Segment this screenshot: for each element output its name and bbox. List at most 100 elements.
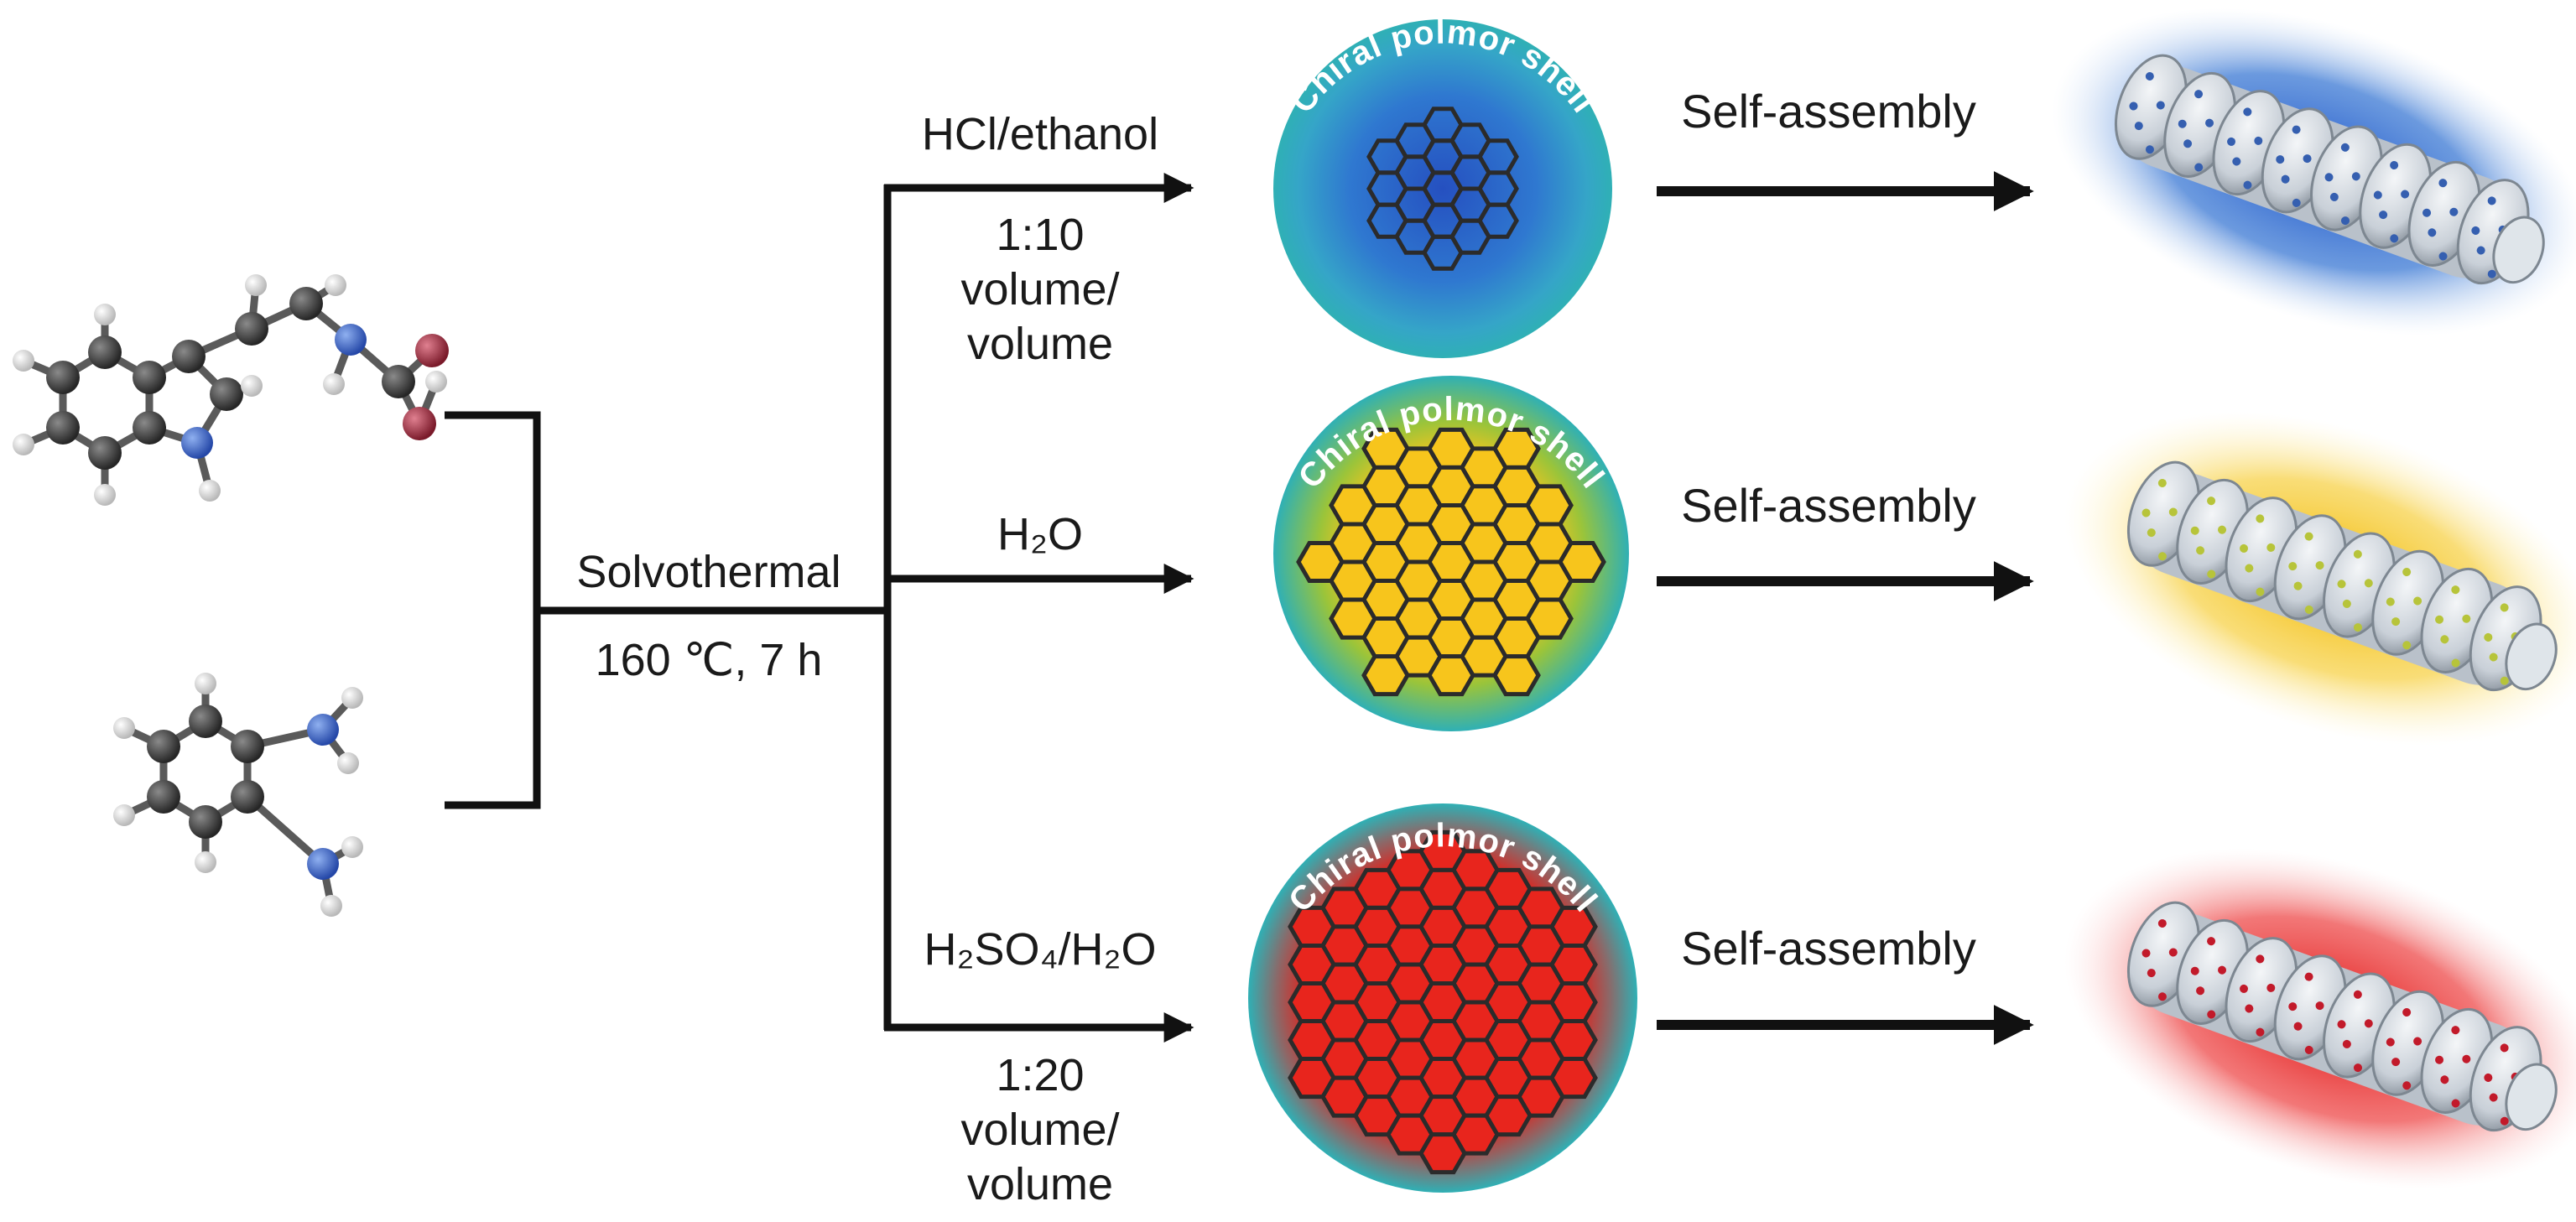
atom-h	[323, 373, 345, 395]
surface-dot	[2487, 196, 2496, 205]
helical-assembly-blue	[2052, 8, 2576, 336]
surface-dot	[2292, 198, 2301, 207]
hexagon-ring	[1492, 654, 1541, 697]
atom-c	[46, 361, 80, 394]
surface-dot	[2435, 1055, 2444, 1064]
atom-h	[113, 717, 135, 739]
atom-h	[94, 484, 116, 506]
surface-dot	[2342, 1039, 2351, 1048]
surface-dot	[2194, 90, 2204, 99]
surface-dot	[2422, 208, 2432, 217]
surface-dot	[2304, 532, 2313, 541]
atom-c	[231, 780, 264, 814]
rod-end	[2505, 1063, 2558, 1131]
surface-dot	[2337, 1020, 2346, 1029]
surface-dot	[2304, 1045, 2313, 1054]
surface-dot	[2281, 174, 2290, 184]
atom-o	[403, 407, 436, 440]
assembly-label-red: Self-assembly	[1681, 922, 1976, 975]
surface-dot	[2227, 137, 2236, 146]
surface-dot	[2440, 635, 2449, 644]
surface-dot	[2303, 154, 2312, 164]
surface-dot	[2293, 581, 2303, 590]
atom-h	[13, 350, 34, 372]
atom-c	[133, 411, 166, 445]
atom-h	[341, 687, 363, 709]
assembly-arrows	[1657, 171, 2034, 1045]
solvent-label: HCl/ethanol	[922, 109, 1158, 159]
surface-dot	[2438, 179, 2448, 188]
surface-dot	[2168, 507, 2178, 517]
atom-c	[133, 361, 166, 394]
surface-dot	[2487, 269, 2496, 278]
surface-dot	[2157, 992, 2167, 1001]
atom-h	[199, 480, 221, 502]
surface-dot	[2129, 101, 2138, 111]
atom-h	[94, 304, 116, 325]
branch-red-labels: H₂SO₄/H₂O 1:20 volume/ volume	[924, 924, 1157, 1209]
carbon-dot-yellow: Chiral polmor shell	[1273, 376, 1629, 731]
hexagon-ring	[1418, 1132, 1467, 1175]
helical-assembly-red	[2063, 848, 2576, 1190]
graphene-lattice	[1288, 829, 1598, 1175]
atom-c	[147, 730, 180, 763]
branch-blue-labels: HCl/ethanol 1:10 volume/ volume	[922, 109, 1158, 369]
surface-dot	[2440, 1075, 2449, 1084]
surface-dot	[2484, 632, 2493, 642]
surface-dot	[2256, 1027, 2265, 1037]
surface-dot	[2157, 552, 2167, 561]
atom-c	[172, 340, 206, 373]
surface-dot	[2147, 969, 2156, 978]
surface-dot	[2145, 71, 2154, 81]
ratio-label: 1:20	[996, 1050, 1084, 1100]
atom-h	[195, 673, 216, 694]
surface-dot	[2364, 1019, 2373, 1028]
surface-dot	[2351, 172, 2360, 181]
surface-dot	[2276, 155, 2285, 164]
surface-dot	[2304, 605, 2313, 614]
surface-dot	[2435, 615, 2444, 624]
surface-dot	[2462, 1054, 2471, 1063]
hexagon-ring	[1549, 1057, 1598, 1100]
surface-dot	[2254, 136, 2263, 145]
surface-dot	[2500, 603, 2509, 612]
surface-dot	[2256, 587, 2265, 596]
atom-c	[289, 287, 323, 320]
solvent-label: H₂O	[997, 509, 1083, 559]
surface-dot	[2141, 949, 2151, 958]
atom-n	[307, 714, 339, 746]
atom-c	[88, 335, 122, 369]
atom-h	[241, 375, 263, 397]
ratio-unit-line1: volume/	[960, 1105, 1119, 1155]
surface-dot	[2428, 228, 2437, 237]
surface-dot	[2240, 543, 2249, 553]
hexagon-ring	[1558, 541, 1606, 583]
atom-o	[415, 334, 449, 367]
surface-dot	[2489, 1093, 2498, 1102]
surface-dot	[2462, 614, 2471, 623]
surface-dot	[2402, 1081, 2412, 1090]
surface-dot	[2402, 567, 2412, 576]
surface-dot	[2183, 139, 2193, 148]
surface-dot	[2232, 157, 2241, 166]
atom-h	[13, 434, 34, 455]
atom-h	[195, 851, 216, 873]
hexagon-ring	[1477, 202, 1519, 239]
surface-dot	[2438, 252, 2448, 261]
surface-dot	[2178, 119, 2187, 128]
phenylenediamine-molecule	[113, 673, 363, 917]
surface-dot	[2288, 562, 2298, 571]
surface-dot	[2484, 1073, 2493, 1082]
surface-dot	[2293, 1022, 2303, 1031]
atom-h	[325, 274, 346, 296]
hexagon-ring	[1422, 234, 1464, 271]
hexagon-ring	[1549, 944, 1598, 985]
surface-dot	[2243, 180, 2252, 190]
hexagon-ring	[1361, 654, 1410, 697]
graphene-lattice	[1366, 107, 1519, 271]
ratio-unit-line2: volume	[967, 319, 1113, 369]
atom-n	[307, 848, 339, 880]
surface-dot	[2324, 173, 2334, 182]
surface-dot	[2245, 564, 2254, 573]
